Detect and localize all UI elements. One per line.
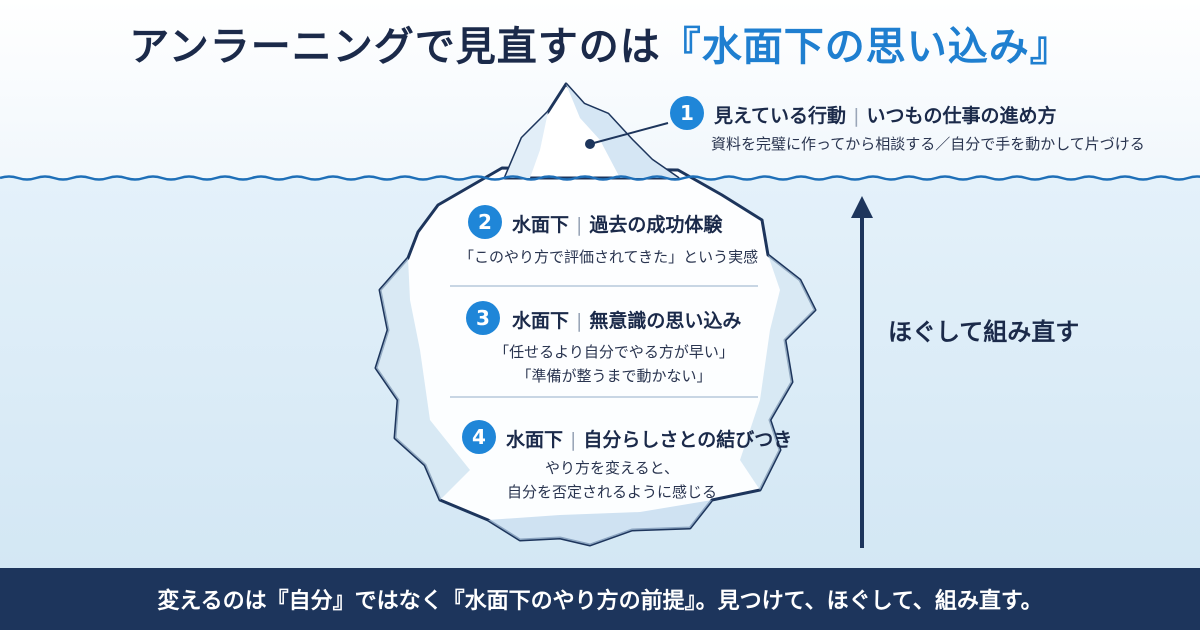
- title-highlight: 『水面下の思い込み』: [660, 24, 1071, 70]
- layer-4-desc-line: 自分を否定されるように感じる: [506, 483, 717, 501]
- layer-4-desc-line: やり方を変えると、: [545, 459, 679, 477]
- upward-arrow-head: [851, 196, 873, 218]
- title-text: アンラーニングで見直すのは: [129, 24, 661, 70]
- layer-2-heading: 水面下|過去の成功体験: [512, 214, 723, 236]
- layer-1-desc: 資料を完璧に作ってから相談する／自分で手を動かして片づける: [711, 135, 1145, 153]
- footer-banner: 変えるのは『自分』ではなく『水面下のやり方の前提』。見つけて、ほぐして、組み直す…: [0, 568, 1200, 630]
- layer-1-topic: いつもの仕事の進め方: [866, 105, 1057, 127]
- layer-2-label: 水面下: [512, 214, 570, 236]
- waterline-wave: [0, 175, 1200, 181]
- layer-3-badge: 3: [466, 301, 500, 335]
- iceberg-shade-right: [740, 255, 815, 490]
- layer-4-label: 水面下: [506, 429, 564, 451]
- arrow-label: ほぐして組み直す: [888, 318, 1080, 346]
- layer-2-desc: 「このやり方で評価されてきた」という実感: [459, 248, 759, 266]
- layer-3-desc: 「任せるより自分でやる方が早い」 「準備が整うまで動かない」: [444, 340, 784, 388]
- iceberg-tip-shade: [566, 84, 678, 178]
- iceberg-shade-left: [376, 258, 470, 500]
- layer-4-heading: 水面下|自分らしさとの結びつき: [506, 429, 793, 451]
- layer-3-label: 水面下: [512, 310, 570, 332]
- iceberg-shade-bottom: [488, 500, 712, 545]
- layer-4-badge: 4: [462, 420, 496, 454]
- layer-3-heading: 水面下|無意識の思い込み: [512, 310, 742, 332]
- layer-3-desc-line: 「準備が整うまで動かない」: [516, 367, 712, 385]
- layer-4-desc: やり方を変えると、 自分を否定されるように感じる: [442, 456, 782, 504]
- layer-1-heading: 見えている行動|いつもの仕事の進め方: [714, 105, 1057, 127]
- layer-4-topic: 自分らしさとの結びつき: [583, 429, 793, 451]
- layer-3-desc-line: 「任せるより自分でやる方が早い」: [494, 343, 734, 361]
- layer-3-topic: 無意識の思い込み: [589, 310, 742, 332]
- layer-1-label: 見えている行動: [714, 105, 847, 127]
- layer-2-topic: 過去の成功体験: [589, 214, 723, 236]
- layer-1-badge: 1: [670, 96, 704, 130]
- callout-line: [589, 122, 669, 145]
- iceberg-tip-shade: [505, 112, 548, 178]
- page-title: アンラーニングで見直すのは『水面下の思い込み』: [0, 14, 1200, 72]
- layer-2-badge: 2: [468, 205, 502, 239]
